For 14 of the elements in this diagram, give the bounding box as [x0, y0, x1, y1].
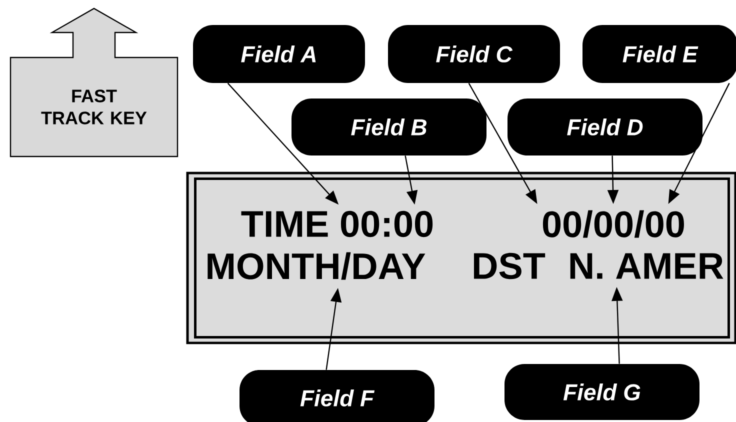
display-text: 00/00/00	[542, 210, 684, 238]
field-label: Field E	[582, 25, 736, 83]
field-label: Field A	[193, 25, 365, 83]
field-label: Field C	[388, 25, 560, 83]
key-arrow-box: FAST TRACK KEY	[10, 8, 178, 158]
display-text: TIME 00:00	[241, 210, 433, 238]
field-label: Field B	[292, 98, 486, 156]
display-panel	[186, 172, 736, 344]
display-text: MONTH/DAY	[208, 252, 426, 280]
display-text: DST	[474, 252, 546, 280]
field-label: Field F	[240, 370, 434, 422]
display-text: N. AMER	[570, 253, 724, 279]
field-label: Field G	[504, 364, 700, 420]
field-label: Field D	[508, 98, 702, 156]
